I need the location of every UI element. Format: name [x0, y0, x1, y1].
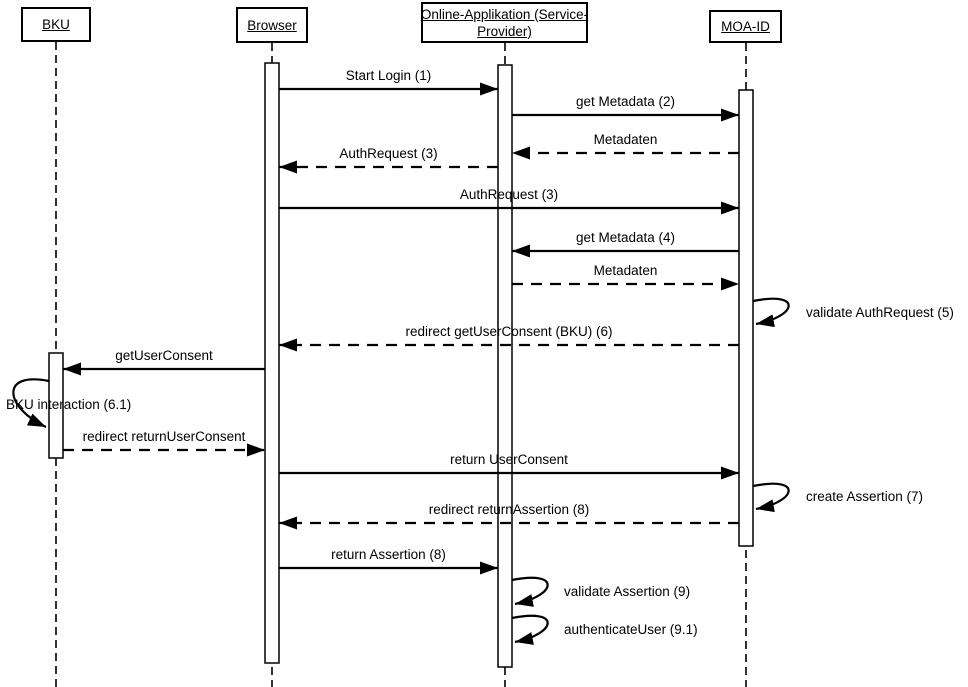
activation-bar-moa-id	[738, 89, 754, 547]
self-message-label: validate Assertion (9)	[564, 584, 691, 599]
actor-label: Provider)	[477, 23, 532, 39]
actor-label: Online-Applikation (Service-	[420, 6, 589, 22]
self-message-arrow	[752, 482, 790, 513]
message-label: Metadaten	[593, 263, 658, 278]
self-message-arrow	[511, 576, 549, 607]
message-label: redirect returnUserConsent	[82, 429, 246, 444]
self-message-label: create Assertion (7)	[806, 489, 924, 504]
actor-box-moa-id: MOA-ID	[709, 10, 782, 43]
message-label: AuthRequest (3)	[339, 146, 438, 161]
message-label: redirect getUserConsent (BKU) (6)	[405, 324, 613, 339]
self-message-arrow	[752, 297, 790, 328]
message-label: AuthRequest (3)	[459, 187, 559, 202]
message-label: Metadaten	[593, 132, 658, 147]
message-label: return UserConsent	[450, 452, 568, 467]
self-message-label: validate AuthRequest (5)	[806, 305, 954, 320]
activation-bar-browser	[264, 62, 280, 664]
self-message-arrow	[12, 378, 50, 428]
actor-label: BKU	[42, 17, 70, 32]
self-message-arrow	[511, 614, 549, 645]
actor-label: MOA-ID	[721, 19, 770, 34]
self-message-label: BKU interaction (6.1)	[6, 397, 132, 412]
message-label: return Assertion (8)	[331, 547, 446, 562]
message-label: get Metadata (2)	[575, 94, 676, 109]
message-label: Start Login (1)	[345, 68, 432, 83]
message-label: getUserConsent	[115, 348, 213, 363]
actor-box-bku: BKU	[21, 7, 91, 42]
actor-box-online-applikation: Online-Applikation (Service-Provider)	[421, 2, 588, 43]
message-label: redirect returnAssertion (8)	[428, 502, 590, 517]
activation-bar-bku	[48, 352, 64, 459]
message-label: get Metadata (4)	[575, 230, 676, 245]
activation-bar-online-applikation	[497, 64, 513, 668]
actor-box-browser: Browser	[236, 7, 308, 43]
self-message-label: authenticateUser (9.1)	[564, 622, 698, 637]
actor-label: Browser	[247, 17, 297, 33]
